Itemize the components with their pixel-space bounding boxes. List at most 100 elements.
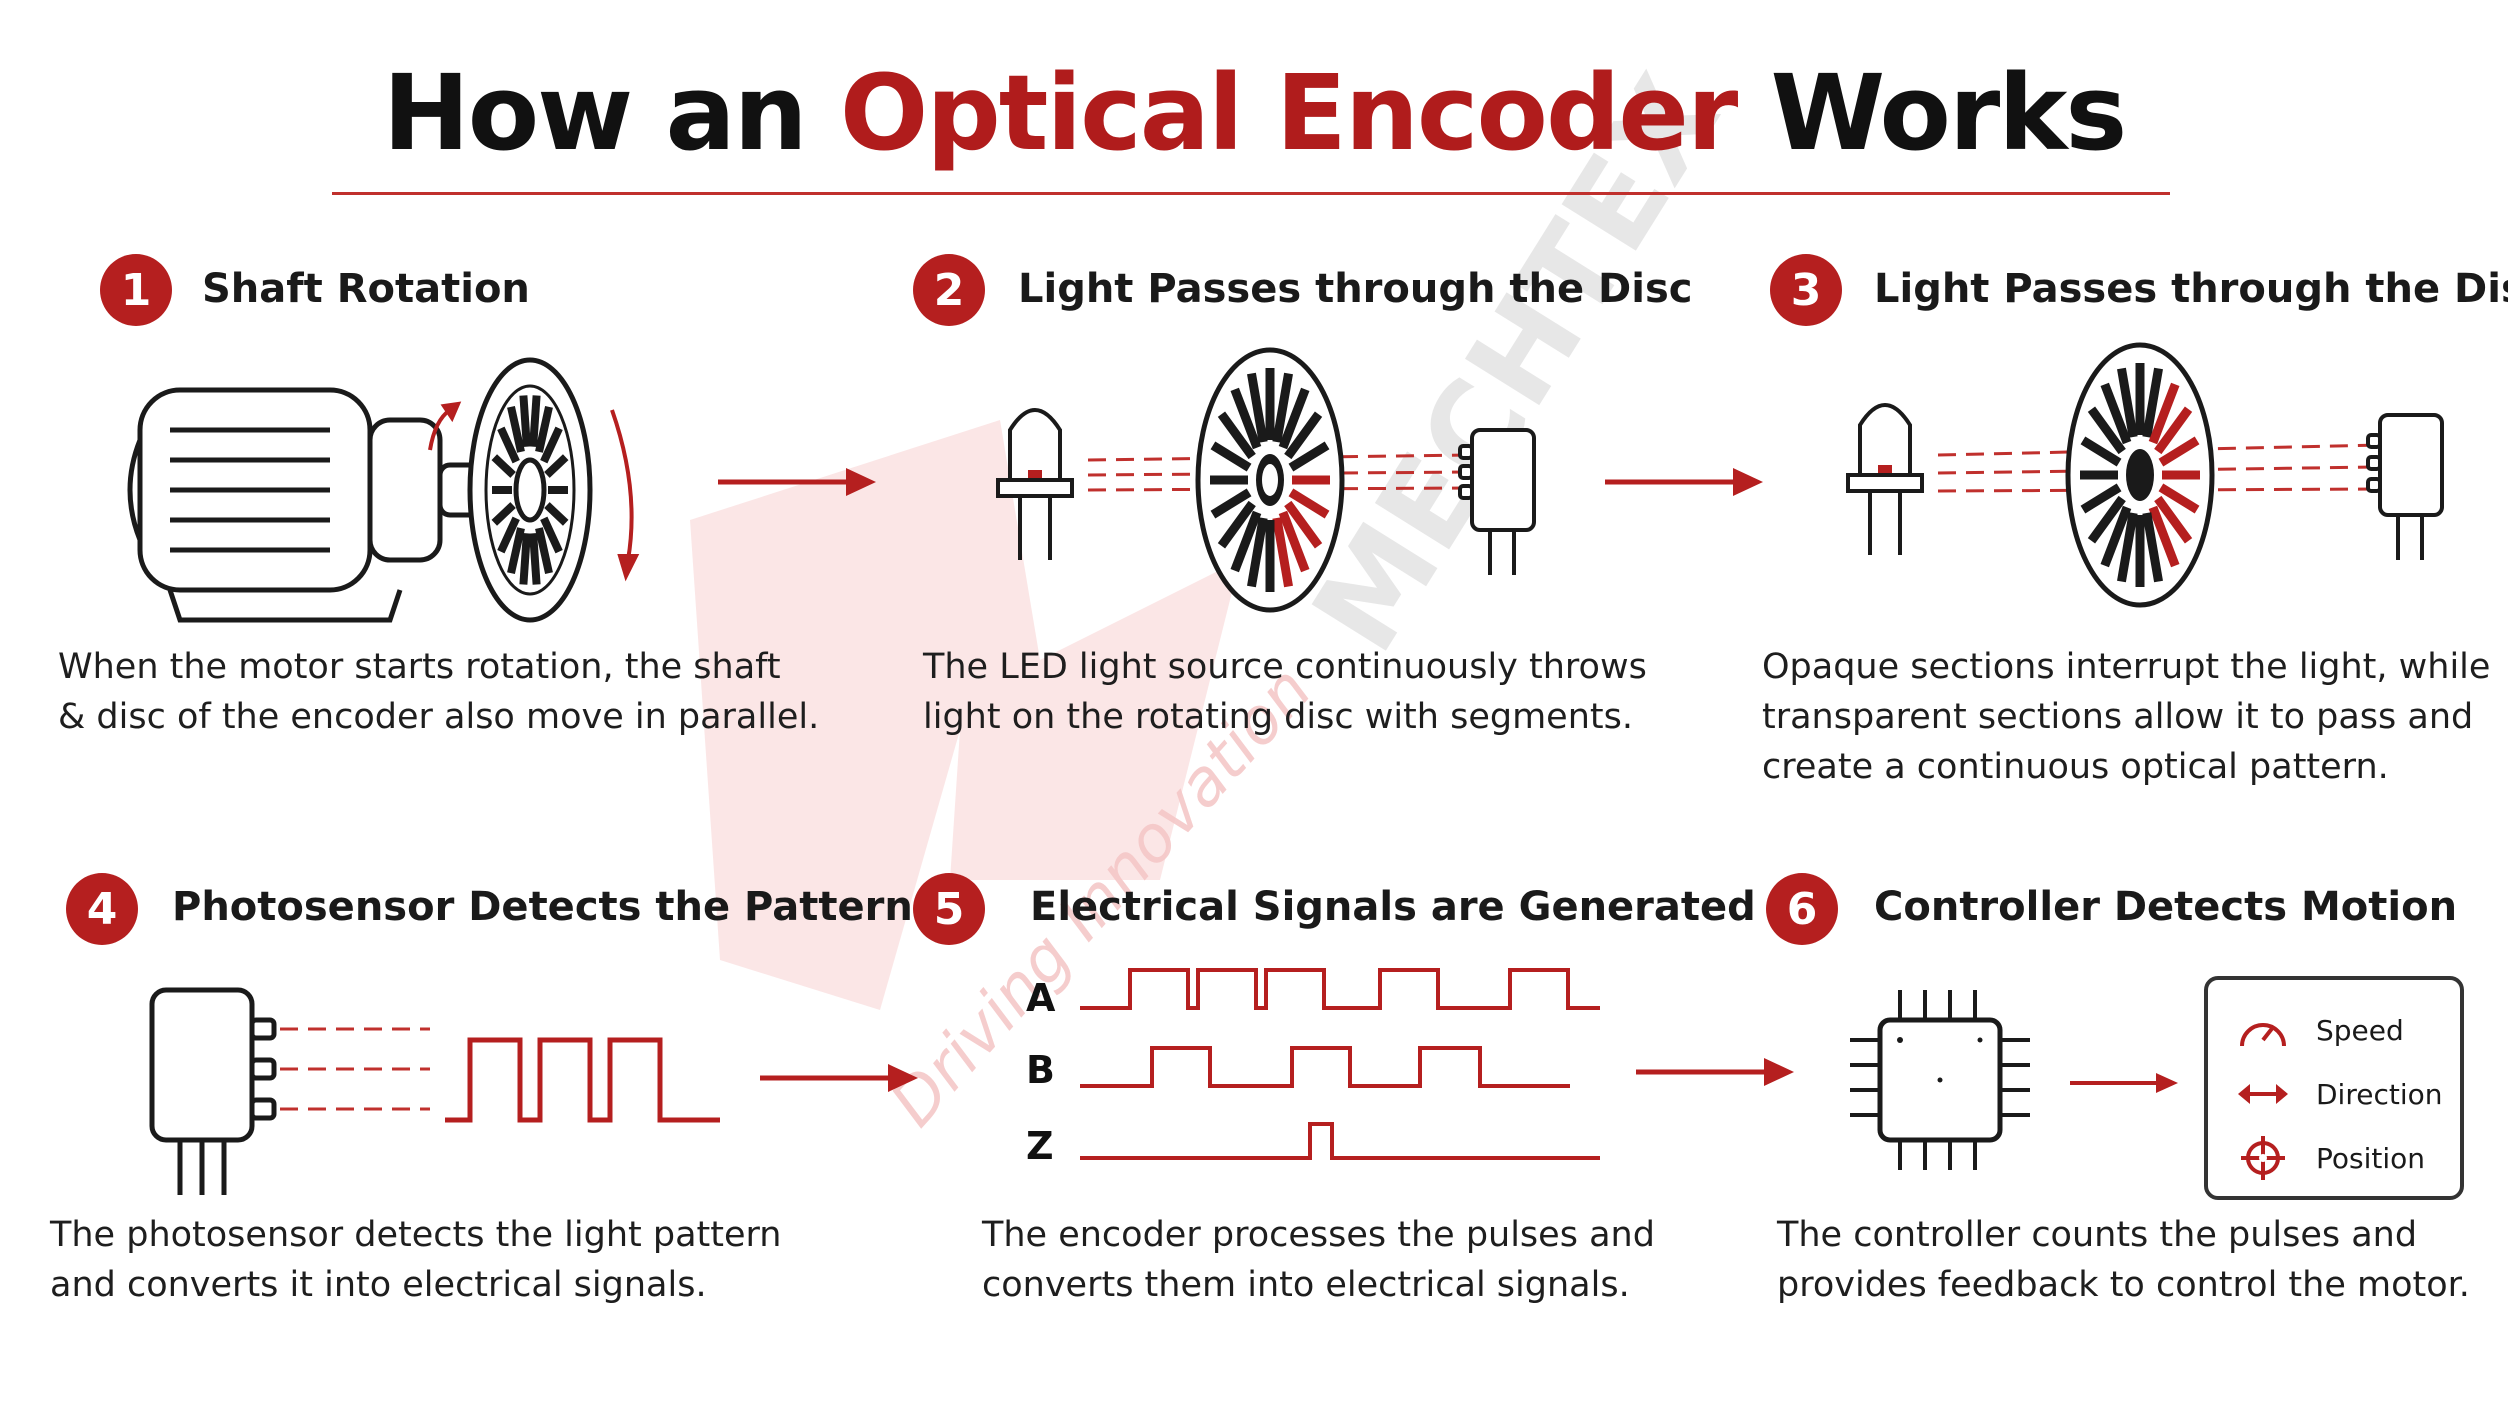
disc-segment <box>1284 411 1323 460</box>
disc-segment <box>2158 436 2200 467</box>
step-5-desc-line-1: The encoder processes the pulses and <box>982 1215 1655 1255</box>
disc-segment <box>529 395 541 447</box>
disc-segment <box>2158 483 2200 514</box>
disc-segment <box>507 527 525 575</box>
disc-segment <box>2080 483 2122 514</box>
disc-segment <box>1247 517 1268 588</box>
light-beams <box>1937 443 2381 493</box>
flow-arrow-1 <box>718 468 876 496</box>
opaque-transparent-disc-illustration <box>1846 342 2444 608</box>
disc-segment <box>507 405 525 453</box>
flow-arrow-5 <box>2070 1073 2178 1093</box>
photosensor-pattern-illustration <box>149 987 720 1195</box>
led-icon <box>996 408 1074 560</box>
photosensor-icon <box>2366 413 2444 560</box>
step-5-desc-line-2: converts them into electrical signals. <box>982 1265 1630 1305</box>
rotation-arrow-icon <box>428 401 640 582</box>
step-1-description: When the motor starts rotation, the shaf… <box>58 642 819 742</box>
step-3-desc-line-3: create a continuous optical pattern. <box>1762 747 2389 787</box>
step-3-badge: 3 <box>1770 254 1842 326</box>
step-4-desc-line-2: and converts it into electrical signals. <box>50 1265 707 1305</box>
legend-direction-label: Direction <box>2316 1078 2443 1111</box>
step-4-badge: 4 <box>66 873 138 945</box>
signal-label-a: A <box>1026 976 1056 1020</box>
step-6-badge: 6 <box>1766 873 1838 945</box>
disc-segment <box>491 454 516 478</box>
step-3-desc-line-2: transparent sections allow it to pass an… <box>1762 697 2474 737</box>
led-disc-sensor-illustration <box>996 347 1536 613</box>
title-part1: How an <box>382 52 808 174</box>
disc-segment <box>519 533 531 585</box>
photosensor-icon <box>1458 428 1536 575</box>
page-title: How an Optical Encoder Works <box>0 52 2508 174</box>
signal-label-z: Z <box>1026 1124 1054 1168</box>
flow-arrow-2 <box>1605 468 1763 496</box>
disc-segment <box>2154 495 2193 544</box>
motor-icon <box>127 387 553 623</box>
legend-position: Position <box>2208 1134 2460 1184</box>
disc-segment <box>544 454 569 478</box>
signal-z-waveform <box>1080 1122 1600 1160</box>
title-underline <box>332 192 2170 195</box>
disc-segment <box>2154 406 2193 455</box>
disc-segment <box>2117 367 2138 438</box>
disc-segment <box>497 426 520 464</box>
disc-segment <box>2142 512 2163 583</box>
disc-segment <box>1210 441 1252 472</box>
disc-segment <box>1230 510 1262 573</box>
step-1-desc-line-2: & disc of the encoder also move in paral… <box>58 697 820 737</box>
title-accent: Optical Encoder <box>839 52 1738 174</box>
disc-segment <box>1247 372 1268 443</box>
double-arrow-icon <box>2238 1084 2288 1104</box>
legend-speed: Speed <box>2208 1006 2460 1056</box>
feedback-legend-box: Speed Direction Position <box>2204 976 2464 1200</box>
step-2-heading: Light Passes through the Disc <box>1018 266 1693 312</box>
step-1-heading: Shaft Rotation <box>202 266 530 312</box>
disc-segment <box>2087 495 2126 544</box>
photosensor-icon <box>149 987 277 1195</box>
signal-label-b: B <box>1026 1048 1055 1092</box>
disc-segment <box>1288 488 1330 519</box>
light-beams <box>1087 453 1471 492</box>
step-2-badge: 2 <box>913 254 985 326</box>
disc-segment <box>491 502 516 526</box>
step-1-desc-line-1: When the motor starts rotation, the shaf… <box>58 647 781 687</box>
encoder-disc-icon <box>1195 347 1345 613</box>
speedometer-icon <box>2240 1023 2286 1047</box>
disc-segment <box>1284 500 1323 549</box>
step-3-desc-line-1: Opaque sections interrupt the light, whi… <box>1762 647 2491 687</box>
disc-segment <box>1217 411 1256 460</box>
step-2-desc-line-1: The LED light source continuously throws <box>923 647 1647 687</box>
disc-segment <box>497 516 520 554</box>
step-2-desc-line-2: light on the rotating disc with segments… <box>923 697 1633 737</box>
step-5-description: The encoder processes the pulses and con… <box>982 1210 1655 1310</box>
disc-segment <box>1288 441 1330 472</box>
disc-segment <box>2117 512 2138 583</box>
encoder-disc-icon <box>2065 342 2215 608</box>
signal-a-waveform <box>1080 968 1600 1010</box>
disc-segment <box>1230 387 1262 450</box>
encoder-disc-icon <box>467 357 593 623</box>
step-5-heading: Electrical Signals are Generated <box>1030 884 1756 930</box>
disc-segment <box>1278 387 1310 450</box>
motor-with-disc-illustration <box>127 357 640 623</box>
step-6-desc-line-1: The controller counts the pulses and <box>1777 1215 2418 1255</box>
disc-segment <box>2148 382 2180 445</box>
step-4-heading: Photosensor Detects the Pattern <box>172 884 913 930</box>
microcontroller-chip-icon <box>1850 990 2030 1170</box>
legend-direction: Direction <box>2208 1070 2460 1120</box>
disc-segment <box>1217 500 1256 549</box>
pulse-pattern <box>445 1037 720 1123</box>
step-3-description: Opaque sections interrupt the light, whi… <box>1762 642 2490 792</box>
disc-segment <box>2100 505 2132 568</box>
step-6-desc-line-2: provides feedback to control the motor. <box>1777 1265 2470 1305</box>
disc-segment <box>2087 406 2126 455</box>
disc-segment <box>544 502 569 526</box>
disc-segment <box>2142 367 2163 438</box>
step-4-description: The photosensor detects the light patter… <box>50 1210 781 1310</box>
flow-arrow-4 <box>1636 1058 1794 1086</box>
disc-segment <box>535 527 553 575</box>
title-part2: Works <box>1770 52 2127 174</box>
disc-segment <box>1210 488 1252 519</box>
disc-segment <box>529 533 541 585</box>
